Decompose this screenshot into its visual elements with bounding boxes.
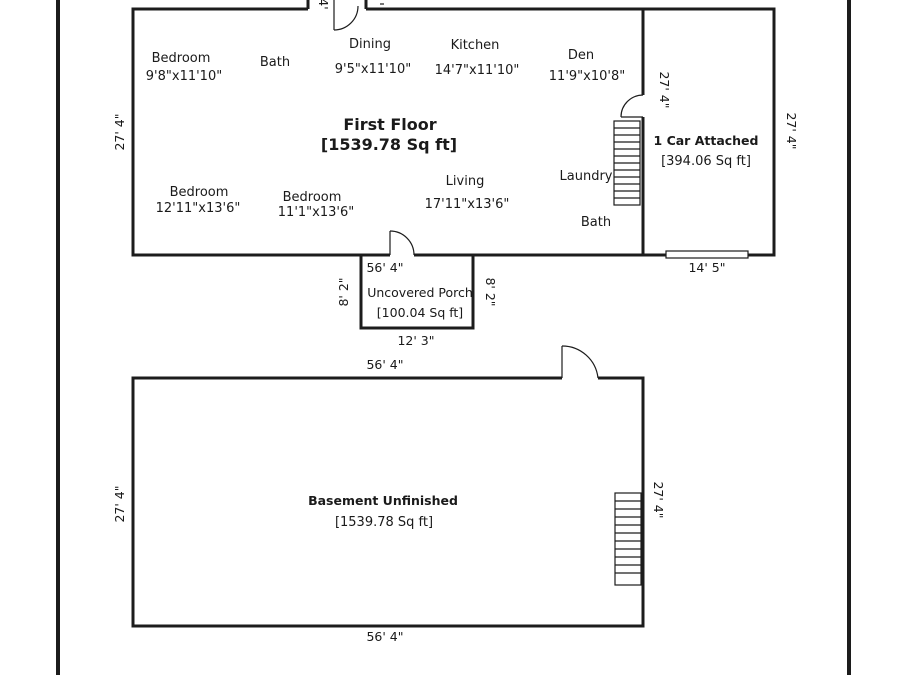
basement-right-dim: 27' 4" [651,481,666,518]
kitchen-label: Kitchen [451,38,500,53]
basement-bottom-dim: 56' 4" [366,629,403,644]
first-floor-title: First Floor [343,115,436,134]
dining-label: Dining [349,37,391,52]
basement-title: Basement Unfinished [308,493,458,508]
bedroom-2-label: Bedroom [170,185,229,200]
laundry-label: Laundry [560,169,613,184]
garage-door-opening [665,250,749,259]
basement-door-swing [561,345,599,379]
first-floor-bottom-dim: 56' 4" [366,260,403,275]
kitchen-size: 14'7"x11'10" [435,63,520,78]
living-size: 17'11"x13'6" [425,197,510,212]
porch-title: Uncovered Porch [367,285,473,300]
porch-outline [359,255,475,330]
first-floor-stairs [613,120,641,206]
first-floor-area: [1539.78 Sq ft] [321,135,457,154]
porch-area: [100.04 Sq ft] [377,305,463,320]
basement-outline [131,376,645,628]
bedroom-1-size: 9'8"x11'10" [146,69,222,84]
den-size: 11'9"x10'8" [549,69,625,84]
garage-title: 1 Car Attached [654,133,759,148]
bath-2-label: Bath [581,215,611,230]
bedroom-3-label: Bedroom [283,190,342,205]
front-door-swing [389,230,415,256]
den-label: Den [568,48,594,63]
first-floor-left-dim: 27' 4" [112,113,127,150]
bedroom-2-size: 12'11"x13'6" [156,201,241,216]
den-garage-wall-dim: 27' 4" [657,71,672,108]
garage-outline [643,7,776,257]
garage-right-dim: 27' 4" [784,112,799,149]
porch-right-dim: 8' 2" [483,277,498,306]
basement-left-dim: 27' 4" [112,485,127,522]
top-entry-dim: 4' [316,0,331,10]
dining-size: 9'5"x11'10" [335,62,411,77]
bedroom-3-size: 11'1"x13'6" [278,205,354,220]
garage-area: [394.06 Sq ft] [661,154,751,169]
basement-stairs [614,492,642,586]
bath-1-label: Bath [260,55,290,70]
living-label: Living [446,174,485,189]
garage-door-swing [620,94,644,118]
first-floor-outline [131,7,645,257]
top-entry-door-swing [333,5,359,31]
porch-left-dim: 8' 2" [336,277,351,306]
bedroom-1-label: Bedroom [152,51,211,66]
garage-bottom-dim: 14' 5" [688,260,725,275]
basement-area: [1539.78 Sq ft] [335,515,433,530]
porch-bottom-dim: 12' 3" [397,333,434,348]
basement-top-dim: 56' 4" [366,357,403,372]
